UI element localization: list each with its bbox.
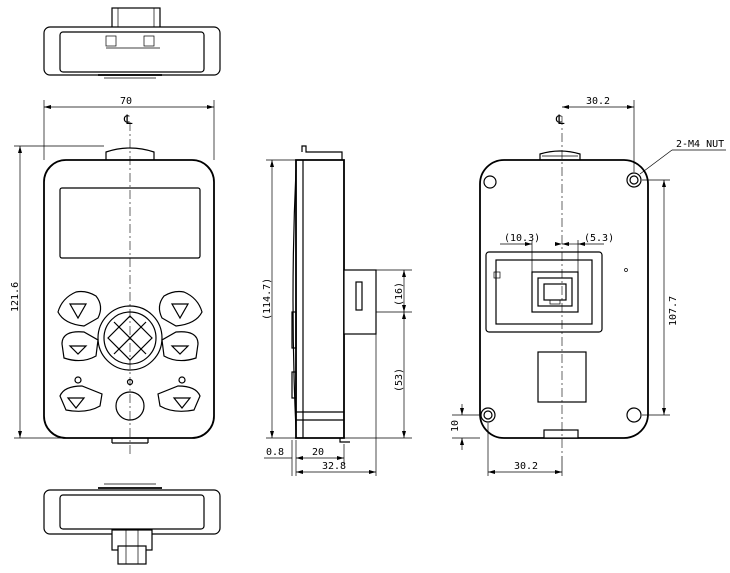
top-view (43, 7, 221, 79)
dim-rear-bottom-offset: 30.2 (514, 461, 538, 472)
front-view: ℄ 70 121.6 (10, 96, 215, 456)
dim-rear-hole-bottom: 10 (450, 420, 461, 432)
dim-rear-left-port: (10.3) (504, 233, 540, 244)
side-view: (114.7) (16) (53) 0.8 20 32.8 (262, 145, 412, 476)
dim-front-height: 121.6 (10, 282, 21, 312)
nut-callout: 2-M4 NUT (676, 139, 724, 150)
bottom-view (43, 483, 221, 565)
rear-view: ℄ 30.2 2-M4 NUT (10.3) (5.3) 107.7 10 (450, 96, 726, 476)
dim-side-total-depth: 32.8 (322, 461, 346, 472)
dim-rear-top-offset: 30.2 (586, 96, 610, 107)
dim-rear-hole-spacing: 107.7 (668, 296, 679, 326)
dim-rear-right-port: (5.3) (584, 233, 614, 244)
dim-side-lower: (53) (394, 368, 405, 392)
dim-side-connector: (16) (394, 282, 405, 306)
dim-front-width: 70 (120, 96, 132, 107)
rear-centerline-label: ℄ (555, 113, 565, 128)
dim-side-height: (114.7) (262, 278, 273, 320)
front-centerline-label: ℄ (123, 113, 133, 128)
dim-side-offset: 0.8 (266, 447, 284, 458)
dim-side-body-depth: 20 (312, 447, 324, 458)
